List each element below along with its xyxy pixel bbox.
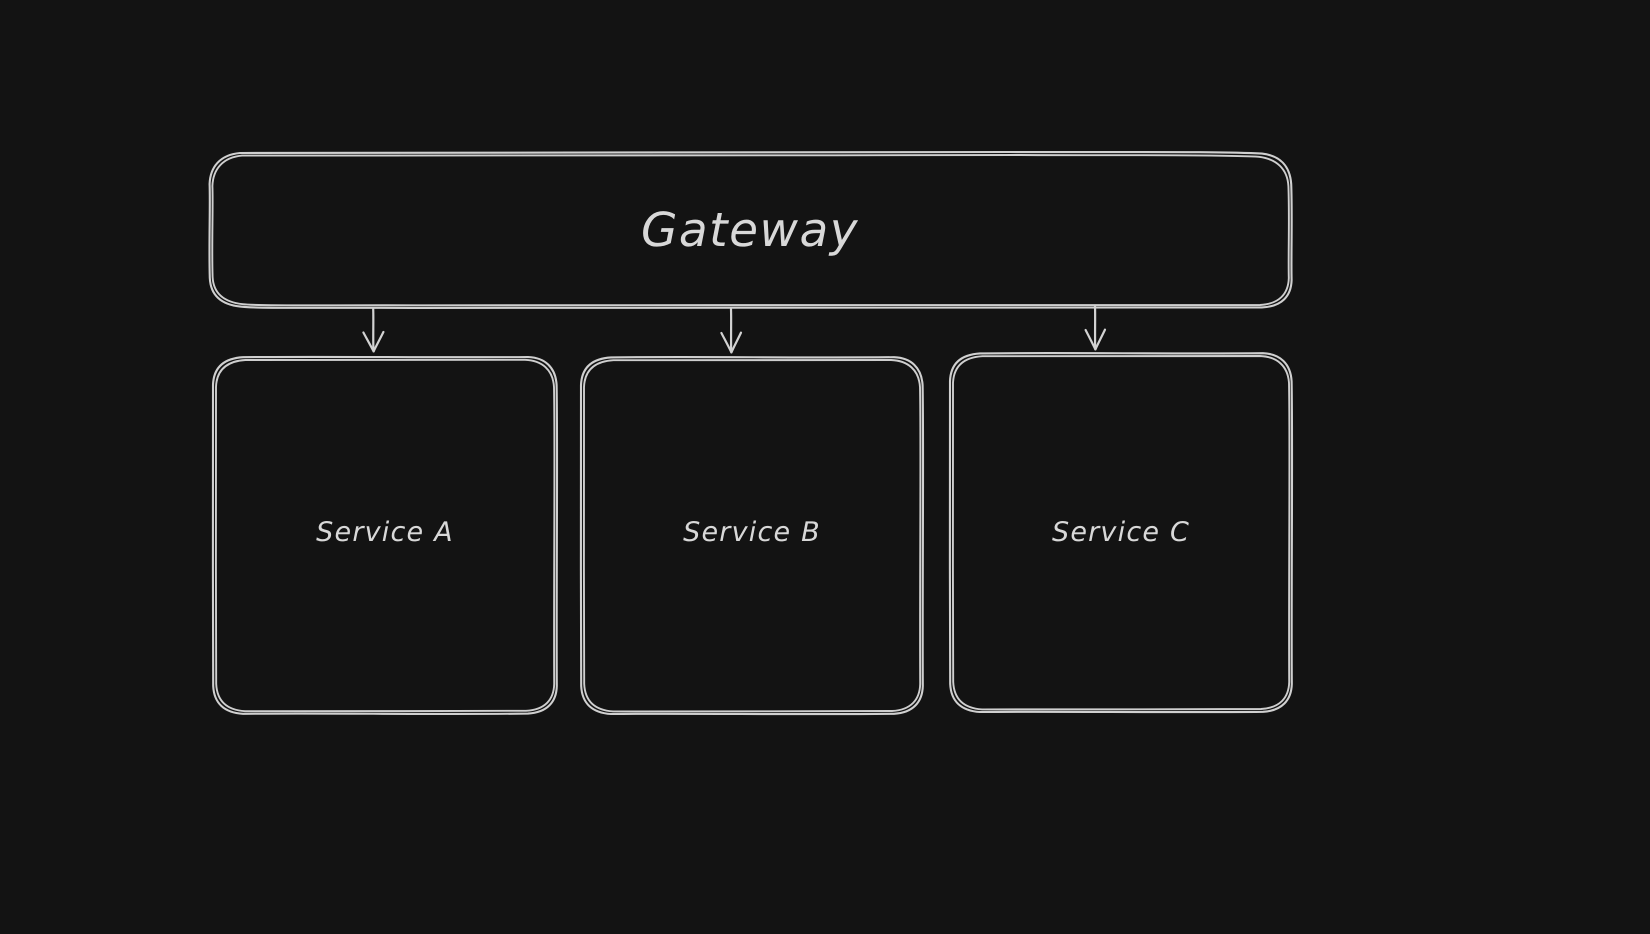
service-b-node-label: Service B xyxy=(683,517,821,548)
service-a-node-label: Service A xyxy=(316,517,454,548)
gateway-node-label: Gateway xyxy=(640,203,860,258)
edge-gateway-service-a[interactable] xyxy=(362,307,385,353)
service-c-node-shape[interactable] xyxy=(948,352,1294,714)
service-b-node-shape[interactable] xyxy=(579,356,925,716)
edge-gateway-service-c[interactable] xyxy=(1084,304,1107,351)
edge-gateway-service-b[interactable] xyxy=(720,307,743,354)
service-a-node-shape[interactable] xyxy=(211,355,559,715)
gateway-node-shape[interactable] xyxy=(208,150,1293,309)
service-c-node-label: Service C xyxy=(1051,517,1191,548)
